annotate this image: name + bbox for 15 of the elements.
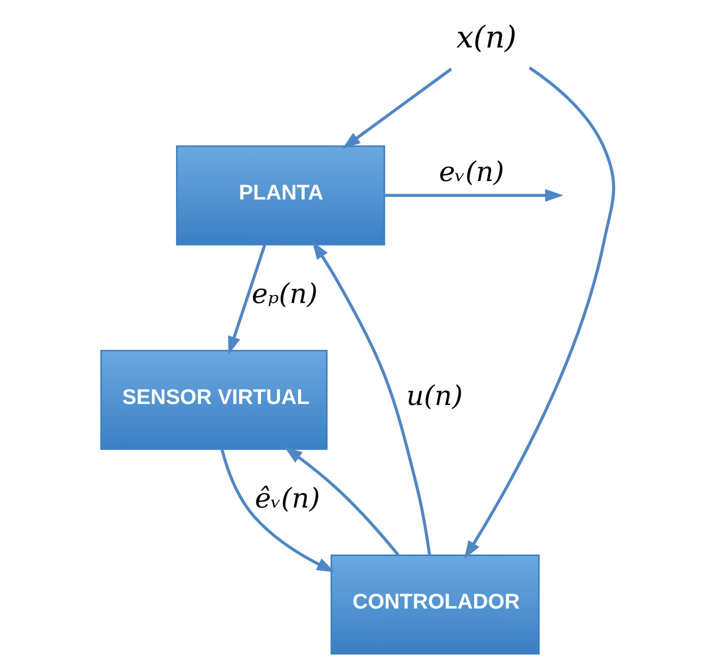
node-box: SENSOR VIRTUAL [100, 350, 328, 450]
node-text: x(n) [456, 20, 516, 56]
arrow [464, 66, 615, 559]
arrow [284, 446, 399, 556]
arrow [384, 188, 563, 202]
arrow [228, 244, 266, 355]
arrow [312, 241, 431, 556]
edge-label: u(n) [406, 381, 462, 412]
edge-label: eₚ(n) [251, 278, 318, 310]
edge-label: eᵥ(n) [438, 156, 504, 188]
arrow [220, 448, 335, 572]
node-box: CONTROLADOR [330, 554, 540, 654]
arrow [342, 68, 452, 149]
node-box: PLANTA [176, 145, 385, 246]
edge-label: êᵥ(n) [254, 483, 320, 514]
